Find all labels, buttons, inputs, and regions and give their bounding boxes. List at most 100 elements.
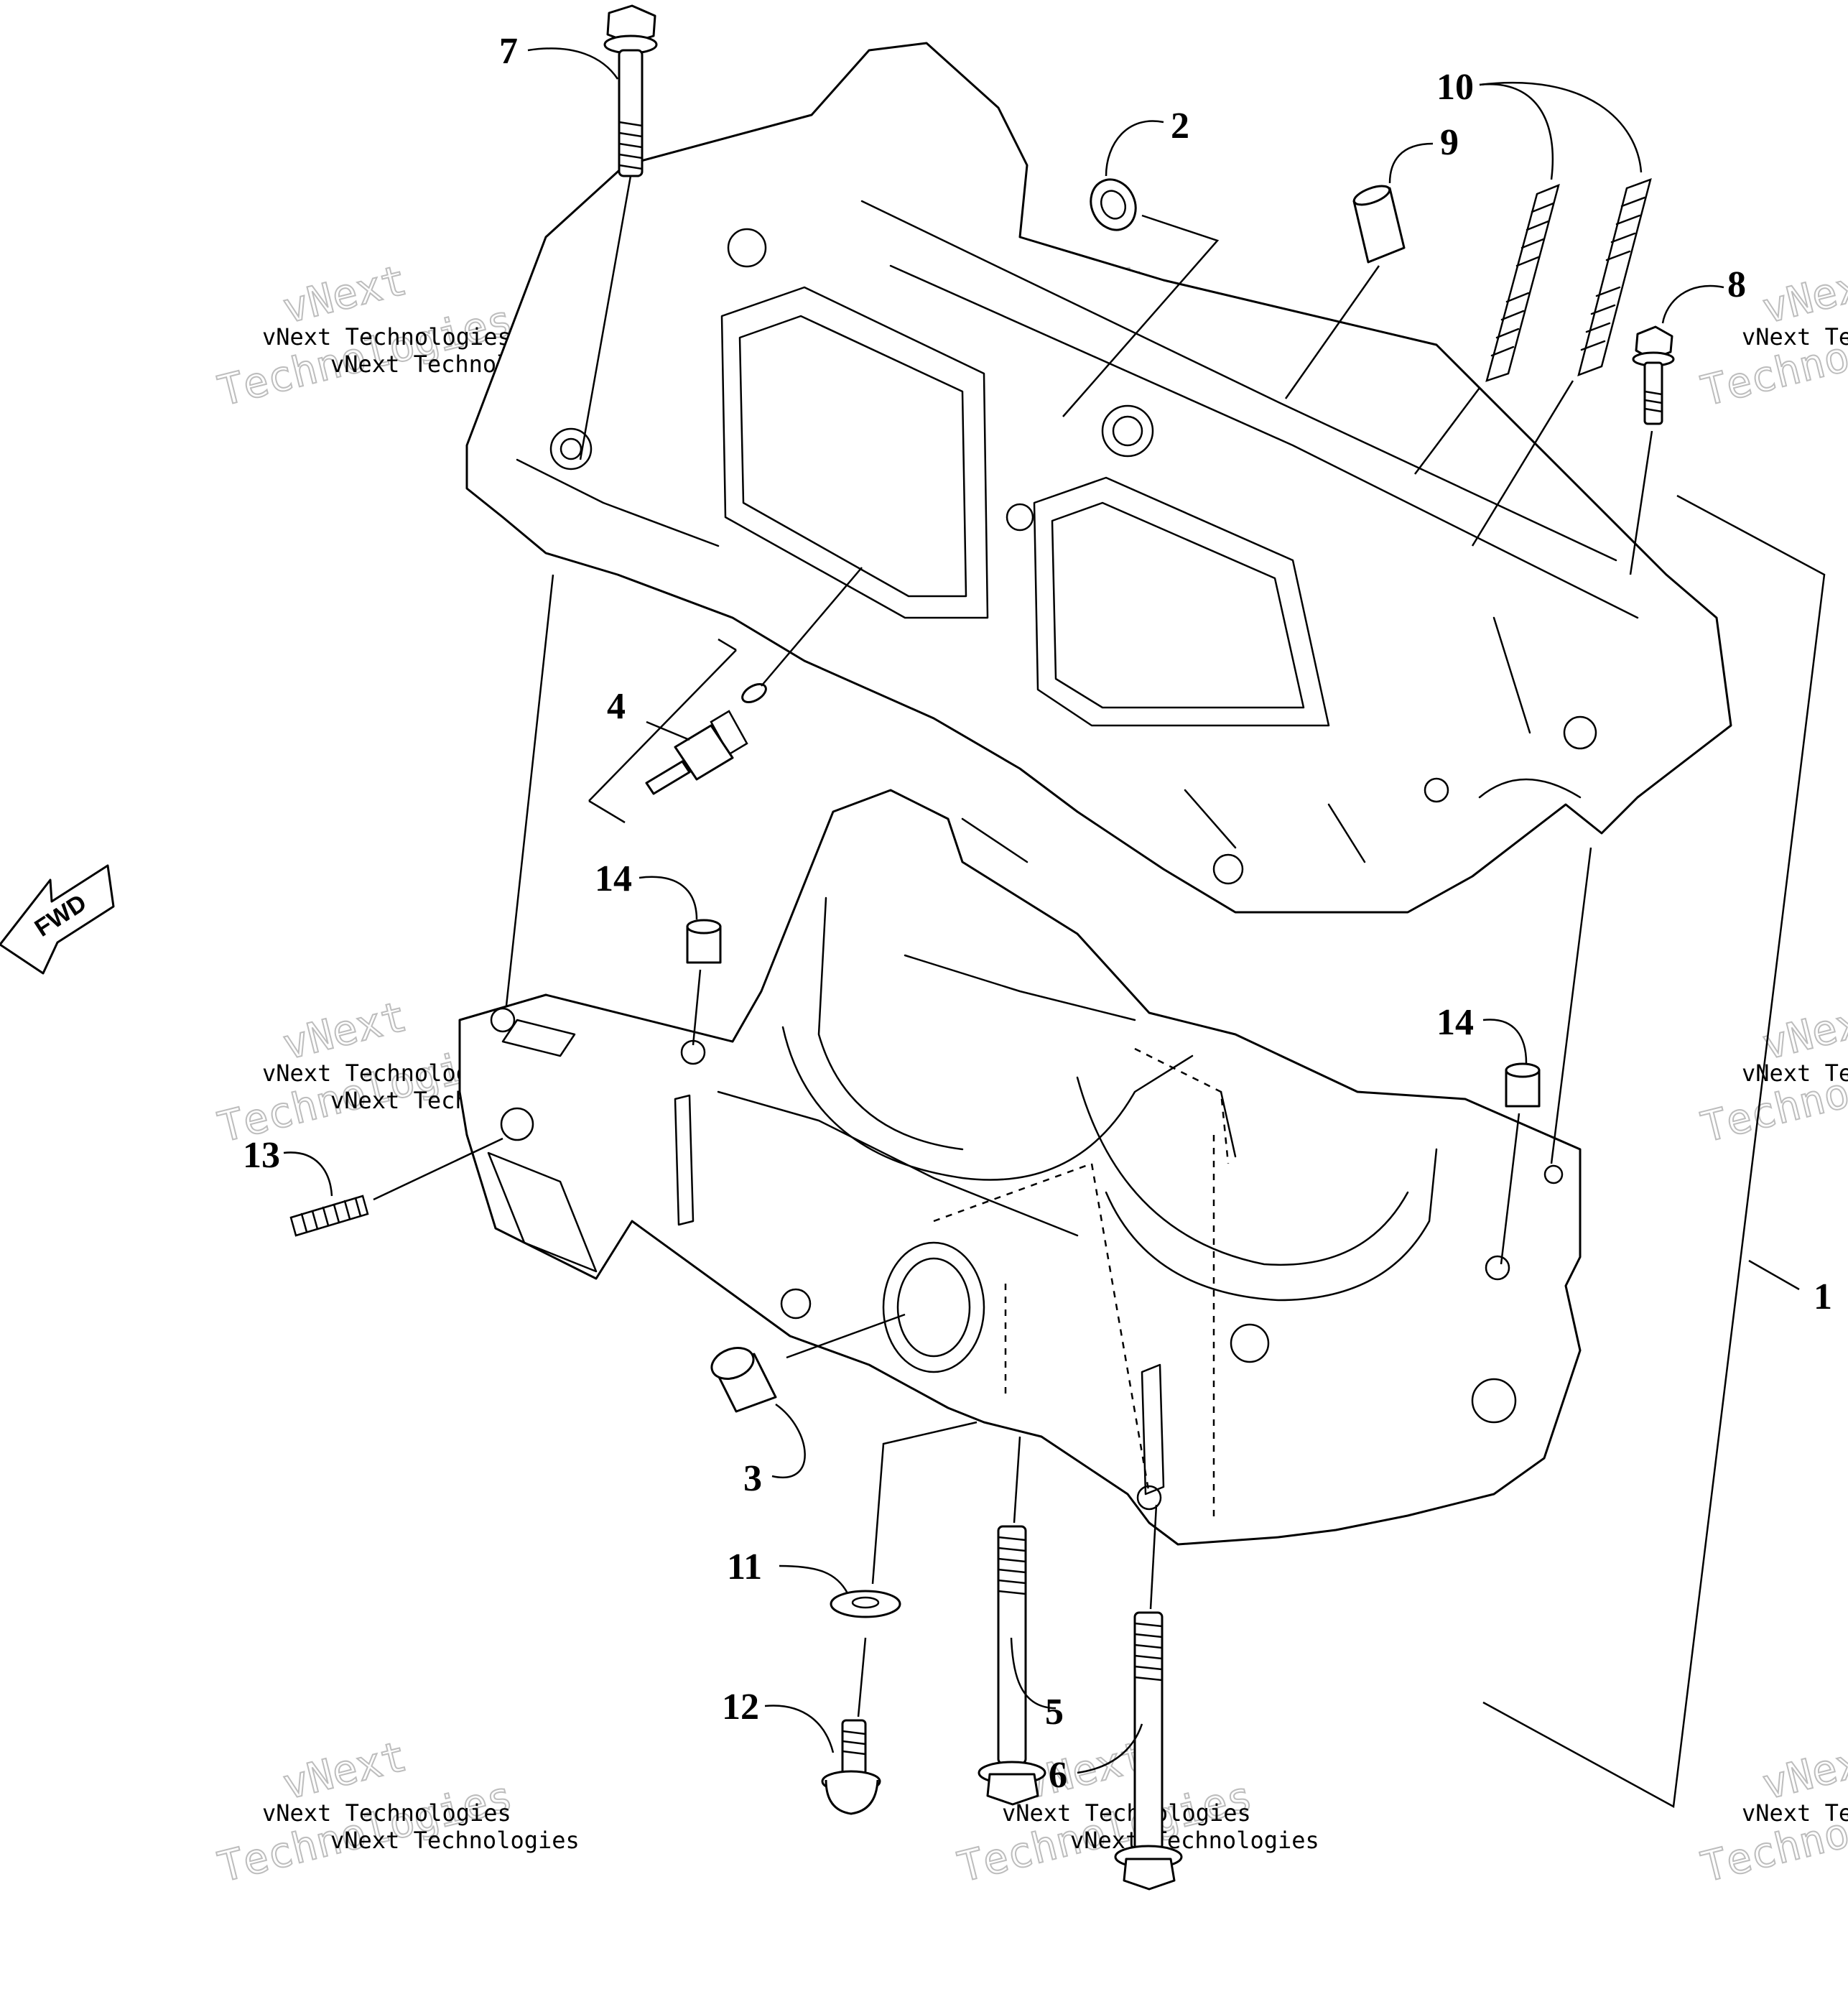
part-13-stud [283, 1137, 503, 1237]
fitting-4-nipple [645, 760, 691, 795]
lower-bolt-hole-1 [490, 1007, 516, 1033]
seal-2-outer [1090, 178, 1137, 231]
fitting-4-bracket-a [588, 649, 737, 802]
part-4-fitting [588, 567, 863, 824]
callout-6: 6 [1049, 1755, 1067, 1796]
bolt-6-thread [1133, 1622, 1164, 1682]
callout-2: 2 [1171, 106, 1189, 147]
upper-bearing-saddle-right [1478, 778, 1582, 799]
leader-11 [779, 1564, 849, 1594]
upper-flange-hole [1212, 853, 1244, 885]
bolt-5-hex-head [986, 1773, 1039, 1806]
watermark-big-top: vNext [278, 991, 412, 1069]
bolt-8-head [1635, 325, 1673, 361]
lower-bolt-hole-3 [1543, 1164, 1564, 1184]
alignment-line-left [505, 574, 554, 1006]
part-9-dowel [1284, 142, 1434, 399]
callout-14-left: 14 [595, 858, 632, 899]
lower-right-slot [1141, 1363, 1165, 1496]
upper-intake-right-opening [1051, 501, 1305, 709]
callout-13: 13 [243, 1135, 280, 1176]
bolt-12-thread [841, 1730, 867, 1756]
callout-labels: 7 2 9 10 8 4 14 14 13 1 3 11 12 5 6 [243, 31, 1832, 1796]
lower-left-end-slot [501, 1019, 576, 1057]
lower-left-slot [674, 1094, 695, 1226]
dowel-14a-axis [692, 969, 702, 1046]
part-7-bolt [527, 4, 658, 460]
upper-bolt-hole-left-inner [559, 437, 582, 460]
bolt-5-thread [997, 1536, 1027, 1595]
lower-bearing-hole [1471, 1378, 1517, 1424]
fitting-4-oring [741, 683, 767, 703]
watermark-big-top: vNext [1758, 255, 1848, 333]
part-6-bolt [1077, 1504, 1183, 1891]
watermark-line2: vNext Technologies [1070, 1827, 1319, 1854]
bolt-12-shank [841, 1719, 867, 1776]
part-12-bolt [764, 1705, 881, 1815]
leader-12 [764, 1705, 835, 1753]
upper-dowel-hole [1424, 777, 1449, 803]
lower-seal-bore [882, 1241, 985, 1373]
part-5-bolt [978, 1436, 1057, 1806]
stud-13-axis [373, 1137, 503, 1201]
upper-crankcase-body [465, 42, 1732, 914]
leader-10a [1479, 83, 1554, 180]
callout-5: 5 [1045, 1692, 1064, 1733]
leader-7 [527, 47, 619, 80]
lower-left-end-window [487, 1151, 598, 1273]
fitting-4-axis [761, 567, 863, 687]
lower-rib-lines [717, 817, 1237, 1237]
upper-rib-lines [516, 458, 1531, 863]
callout-1: 1 [1814, 1276, 1832, 1317]
stud-10a-thread [1490, 202, 1555, 357]
upper-intake-left-frame [720, 286, 989, 619]
upper-crankcase [465, 42, 1732, 914]
dowel-14a-top [686, 919, 722, 935]
dowel-9-top [1352, 185, 1391, 206]
washer-11-hole [851, 1596, 880, 1609]
upper-port-hole [1006, 503, 1034, 532]
callout-11: 11 [727, 1547, 762, 1587]
upper-seal-seat-inner [1112, 415, 1143, 447]
bolt-6-hex-head [1123, 1858, 1176, 1891]
watermark-line1: vNext Technologies [1742, 1060, 1848, 1087]
upper-bearing-hole [1563, 715, 1597, 750]
stud-13-thread [300, 1197, 362, 1233]
upper-bolt-hole-left [549, 427, 593, 470]
bolt-8-axis [1629, 430, 1653, 575]
part-11-washer [779, 1421, 978, 1717]
part-14-dowel-left [639, 876, 722, 1046]
fwd-arrow-shape [0, 864, 115, 975]
part-10-studs [1414, 81, 1652, 547]
fwd-arrow: FWD [0, 864, 115, 975]
upper-boss-hole [727, 228, 767, 268]
seal-2-inner [1100, 190, 1127, 220]
dowel-9-axis [1284, 265, 1380, 399]
callout-3: 3 [743, 1458, 762, 1499]
leader-13 [283, 1151, 333, 1197]
lower-hidden-line-a [933, 1047, 1230, 1394]
stud-13-body [289, 1195, 369, 1237]
bushing-3-axis [786, 1313, 906, 1359]
bolt-6-axis [1149, 1504, 1158, 1610]
part-14-dowel-right [1482, 1019, 1541, 1265]
bolt-8-thread [1643, 390, 1663, 413]
leader-8 [1661, 284, 1724, 324]
upper-intake-right-frame [1033, 476, 1330, 727]
fitting-4-bracket-c [588, 799, 626, 824]
part-2-seal [1062, 120, 1220, 417]
leader-10b [1479, 81, 1643, 173]
leader-14b [1482, 1019, 1528, 1064]
watermark-line1: vNext Technologies [1742, 1799, 1848, 1827]
watermark-line1: vNext Technologies [262, 323, 511, 351]
leader-6 [1077, 1723, 1143, 1774]
upper-seal-seat [1101, 404, 1154, 458]
lower-hidden-line-b [1090, 1135, 1215, 1523]
lower-bearing-saddle-inner-right [1076, 1076, 1409, 1266]
stud-10b-axis [1471, 380, 1574, 547]
bolt-5-axis [1013, 1436, 1021, 1524]
watermark-bottom-right: vNext Technologies vNext Technologies [1696, 1730, 1848, 1892]
leader-14a [639, 876, 698, 920]
watermark-line1: vNext Technologies [1742, 323, 1848, 351]
